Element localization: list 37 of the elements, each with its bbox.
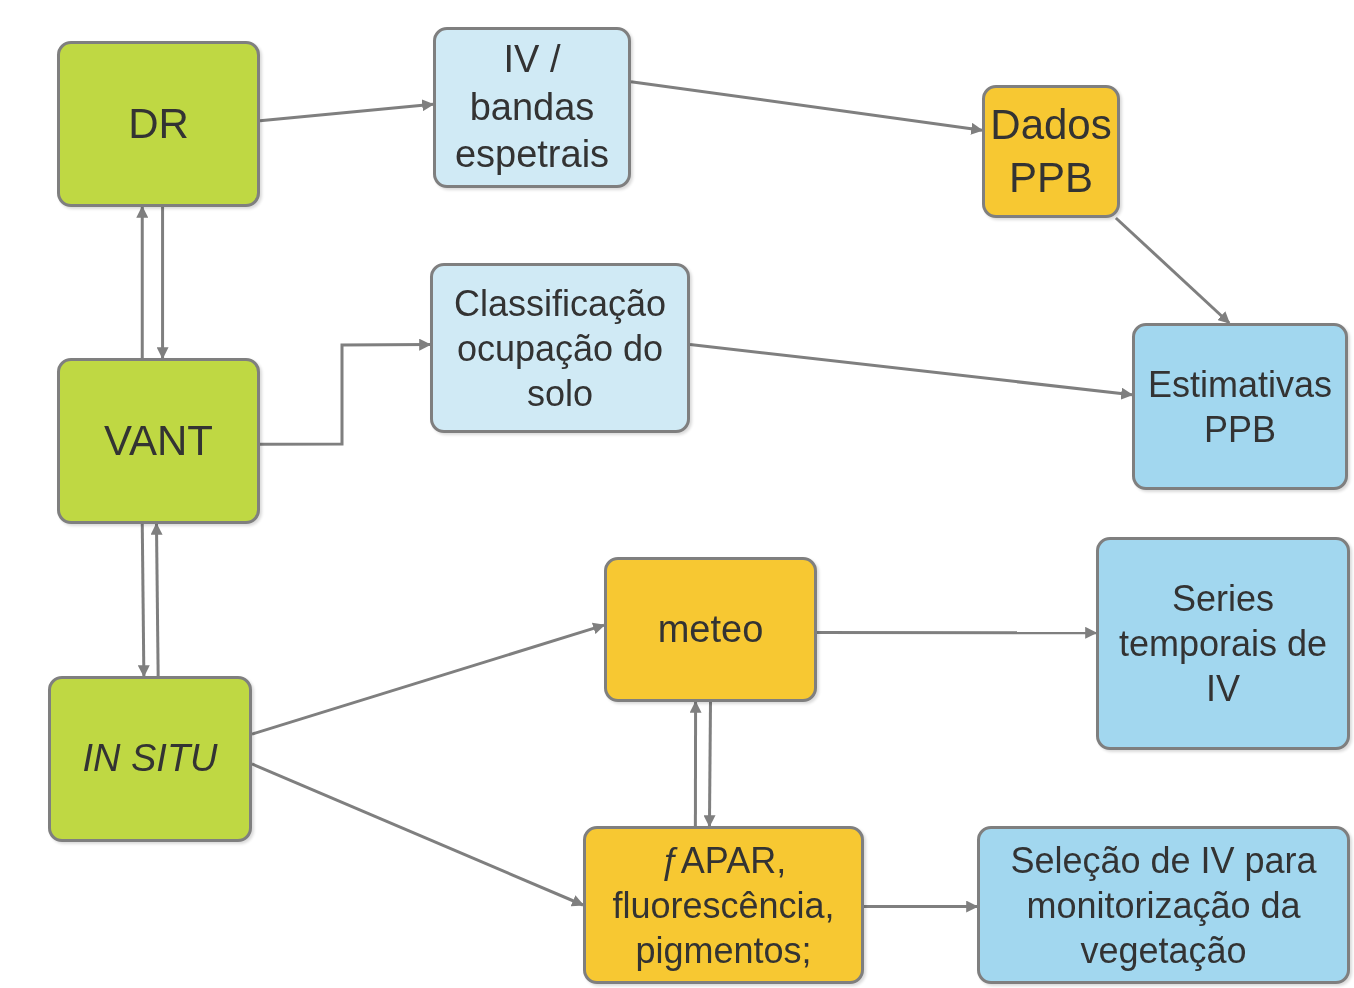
- arrow: [689, 343, 1134, 400]
- arrow: [259, 99, 435, 123]
- box-label: IV / bandas espetrais: [453, 37, 611, 178]
- process-box: [604, 557, 817, 702]
- arrow: [689, 700, 702, 826]
- process-box: [57, 358, 260, 524]
- arrow: [137, 524, 150, 678]
- box-label: Series temporais de IV: [1117, 577, 1329, 711]
- arrow: [1114, 216, 1231, 325]
- process-box: [1096, 537, 1350, 750]
- process-box: [48, 676, 252, 842]
- process-box: [1132, 323, 1348, 490]
- arrow: [817, 626, 1098, 639]
- box-label: DR: [128, 98, 189, 149]
- arrow: [251, 762, 585, 907]
- box-label: meteo: [657, 606, 764, 652]
- arrow: [630, 80, 984, 135]
- process-box: [430, 263, 690, 433]
- process-box: [982, 85, 1120, 218]
- arrow: [703, 702, 716, 828]
- box-label: ƒAPAR, fluorescência, pigmentos;: [611, 838, 836, 973]
- box-label: VANT: [104, 415, 213, 466]
- process-box: [433, 27, 631, 188]
- box-label: Classificação ocupação do solo: [452, 281, 668, 416]
- arrow: [150, 522, 163, 676]
- box-label: Dados PPB: [989, 100, 1113, 203]
- arrow: [251, 622, 606, 736]
- arrow: [156, 207, 169, 360]
- box-label: IN SITU: [82, 736, 218, 782]
- box-label: Estimativas PPB: [1146, 362, 1333, 452]
- box-label: Seleção de IV para monitorização da vegetação: [1009, 838, 1318, 973]
- process-box: [57, 41, 260, 207]
- arrow: [136, 205, 149, 358]
- arrow: [260, 338, 432, 446]
- process-box: [977, 826, 1350, 984]
- process-box: [583, 826, 864, 984]
- arrow: [864, 900, 979, 913]
